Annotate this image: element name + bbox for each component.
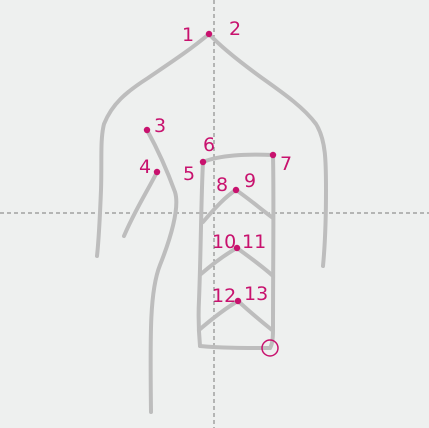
point-label-12: 12 (212, 285, 236, 307)
point-label-13: 13 (244, 283, 268, 305)
stroke-box-left (196, 160, 205, 348)
point-dot-1-2 (205, 30, 213, 38)
point-dot-10-11 (233, 244, 241, 252)
point-label-1: 1 (182, 24, 194, 46)
point-label-5: 5 (183, 163, 195, 185)
point-label-10: 10 (212, 231, 236, 253)
stroke-box-bottom (198, 344, 272, 350)
end-marker-circle (261, 339, 279, 357)
point-label-9: 9 (244, 170, 256, 192)
point-dot-8-9 (232, 186, 240, 194)
stroke-roof-right (207, 32, 328, 268)
point-dot-3 (143, 126, 151, 134)
point-label-4: 4 (139, 156, 151, 178)
stroke-radical-4 (122, 170, 159, 238)
point-dot-4 (153, 168, 161, 176)
character-strokes (95, 32, 328, 414)
point-label-2: 2 (229, 18, 241, 40)
point-label-8: 8 (216, 174, 228, 196)
point-label-7: 7 (280, 153, 292, 175)
stroke-roof-left (95, 32, 211, 258)
point-label-11: 11 (242, 231, 266, 253)
point-label-6: 6 (203, 134, 215, 156)
stroke-box-top-right (201, 152, 276, 350)
stroke-radical-3 (145, 128, 179, 414)
point-label-3: 3 (154, 115, 166, 137)
point-labels: 1 2 3 4 5 6 7 8 9 10 11 12 13 (139, 18, 292, 307)
point-dot-12-13 (234, 297, 242, 305)
point-dot-5-6 (199, 158, 207, 166)
point-dot-7 (269, 151, 277, 159)
point-dots (143, 30, 277, 305)
